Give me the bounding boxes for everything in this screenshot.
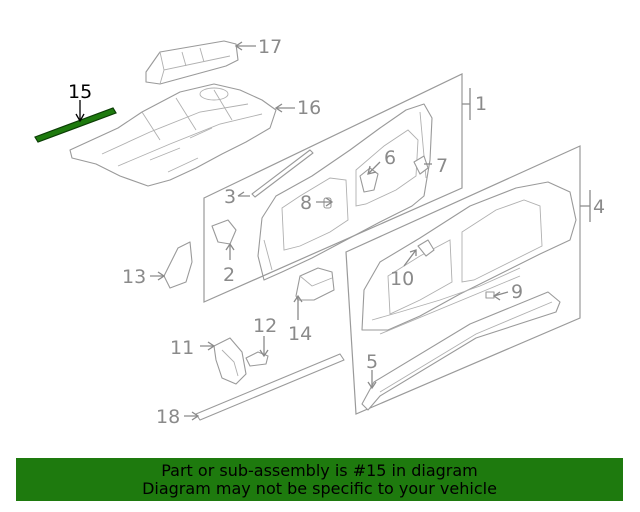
callout-16: 16 bbox=[297, 97, 321, 119]
banner-line-1: Part or sub-assembly is #15 in diagram bbox=[161, 461, 478, 480]
part-15-rail-highlighted bbox=[34, 107, 117, 143]
callout-6: 6 bbox=[384, 147, 396, 169]
callout-3: 3 bbox=[224, 186, 236, 208]
callout-4: 4 bbox=[593, 196, 605, 218]
callout-11: 11 bbox=[170, 337, 194, 359]
part-16-floor-pan bbox=[69, 83, 277, 187]
part-18-molding bbox=[195, 353, 345, 421]
part-13-bracket bbox=[163, 241, 193, 289]
callout-8: 8 bbox=[300, 192, 312, 214]
callout-7: 7 bbox=[436, 155, 448, 177]
callout-15-highlighted: 15 bbox=[68, 81, 92, 103]
part-14-bracket bbox=[295, 267, 335, 301]
callout-13: 13 bbox=[122, 266, 146, 288]
callout-12: 12 bbox=[253, 315, 277, 337]
info-banner: Part or sub-assembly is #15 in diagram D… bbox=[16, 458, 623, 501]
callout-5: 5 bbox=[366, 351, 378, 373]
panel-4-outer-body-side bbox=[345, 145, 581, 415]
leader-lines bbox=[75, 41, 591, 421]
part-17-crossmember bbox=[145, 40, 239, 85]
callout-2: 2 bbox=[223, 264, 235, 286]
banner-line-2: Diagram may not be specific to your vehi… bbox=[142, 479, 497, 498]
part-12-clip bbox=[245, 351, 269, 367]
callout-18: 18 bbox=[156, 406, 180, 428]
callout-1: 1 bbox=[475, 93, 487, 115]
part-11-bracket bbox=[213, 337, 247, 385]
callout-9: 9 bbox=[511, 281, 523, 303]
callout-14: 14 bbox=[288, 323, 312, 345]
callout-10: 10 bbox=[390, 268, 414, 290]
callout-labels: 1 2 3 4 5 6 7 8 9 10 11 12 13 14 15 16 1… bbox=[68, 36, 605, 428]
panel-1-inner-body-side bbox=[203, 73, 463, 303]
callout-17: 17 bbox=[258, 36, 282, 58]
